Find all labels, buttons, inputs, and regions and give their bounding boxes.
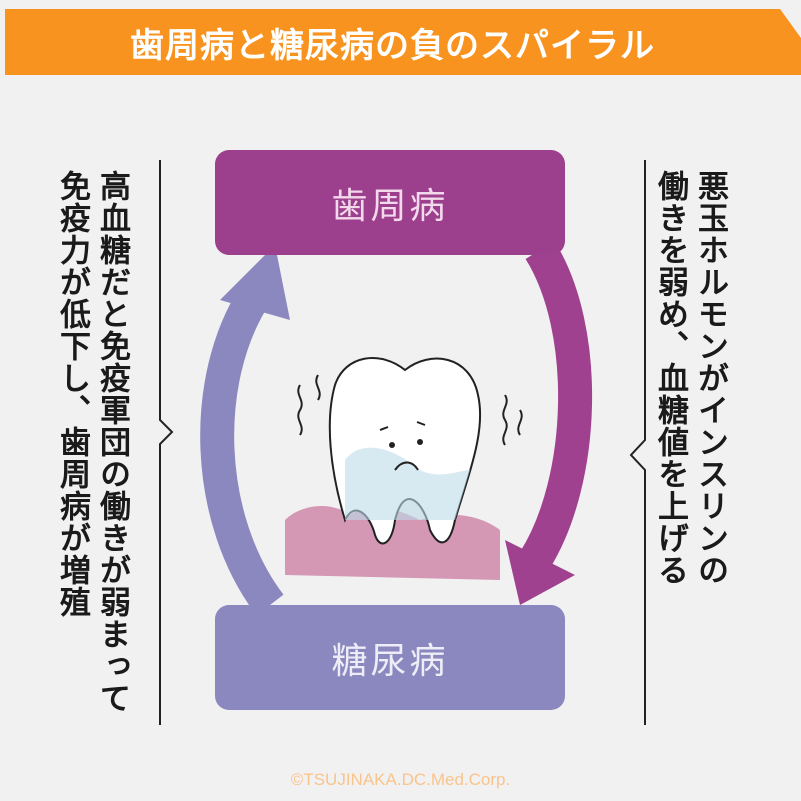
arrowhead-down: [505, 540, 575, 605]
arrowhead-up: [220, 245, 290, 320]
left-bracket: [159, 160, 174, 725]
periodontal-label: 歯周病: [331, 185, 449, 227]
sad-tooth-illustration: [285, 357, 523, 580]
right-text-line1: 悪玉ホルモンがインスリンの: [692, 170, 728, 586]
title-banner: [5, 9, 801, 75]
diabetes-label: 糖尿病: [331, 640, 449, 682]
arrow-diabetes-to-periodontal: [200, 285, 284, 616]
left-text-line1: 高血糖だと免疫軍団の働きが弱まって: [94, 170, 130, 714]
page-title: 歯周病と糖尿病の負のスパイラル: [130, 25, 655, 66]
right-bracket: [629, 160, 646, 725]
left-text-line2: 免疫力が低下し、歯周病が増殖: [54, 170, 90, 618]
copyright: ©TSUJINAKA.DC.Med.Corp.: [290, 770, 511, 789]
arrow-periodontal-to-diabetes: [520, 241, 593, 569]
right-text-line2: 働きを弱め、血糖値を上げる: [652, 170, 688, 586]
diabetes-box: [215, 605, 565, 710]
periodontal-box: [215, 150, 565, 255]
